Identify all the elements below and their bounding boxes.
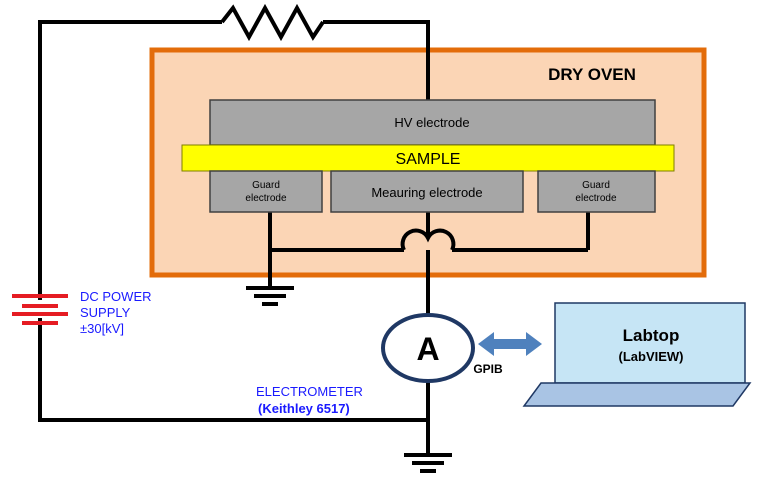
- dry-oven-label: DRY OVEN: [548, 65, 636, 84]
- laptop-subtitle: (LabVIEW): [619, 349, 684, 364]
- guard-electrode-right-line1: Guard: [582, 180, 610, 191]
- laptop-screen: [554, 302, 746, 384]
- gpib-label: GPIB: [473, 362, 503, 376]
- ground-symbol-bottom: [404, 453, 452, 473]
- measuring-electrode: [330, 170, 524, 213]
- dc-power-supply-line2: SUPPLY: [80, 305, 131, 320]
- electrometer-line2: (Keithley 6517): [258, 401, 350, 416]
- sample-label: SAMPLE: [396, 151, 461, 168]
- dc-power-supply-line1: DC POWER: [80, 289, 152, 304]
- circuit-wires: [38, 3, 590, 455]
- laptop-base: [522, 382, 752, 407]
- guard-electrode-left-line2: electrode: [245, 193, 287, 204]
- measuring-electrode-label: Meauring electrode: [371, 185, 482, 200]
- ground-symbol-left: [246, 286, 294, 306]
- guard-electrode-right: [537, 170, 656, 213]
- sample: [181, 144, 675, 172]
- gpib-double-arrow: [478, 332, 542, 356]
- laptop-title: Labtop: [623, 326, 680, 345]
- electrometer-line1: ELECTROMETER: [256, 384, 363, 399]
- hv-electrode-label: HV electrode: [394, 115, 469, 130]
- dc-power-supply-line3: ±30[kV]: [80, 321, 124, 336]
- guard-electrode-left: [209, 170, 323, 213]
- dc-power-supply-symbol: [12, 294, 68, 325]
- guard-electrode-left-line1: Guard: [252, 180, 280, 191]
- guard-electrode-right-line2: electrode: [575, 193, 617, 204]
- ammeter-circle: [381, 313, 475, 383]
- resistor: [220, 3, 325, 42]
- ammeter-symbol: A: [416, 331, 439, 367]
- hv-electrode: [209, 99, 656, 146]
